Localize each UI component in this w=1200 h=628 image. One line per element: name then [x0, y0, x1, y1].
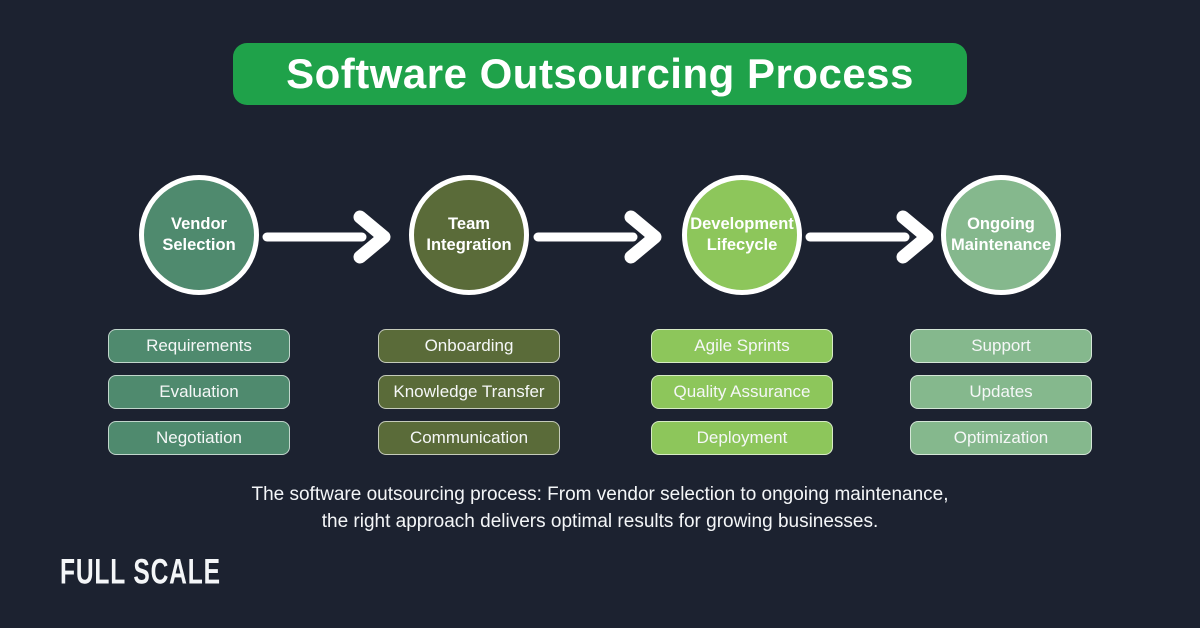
stage-circle-ongoing-maintenance: Ongoing Maintenance	[941, 175, 1061, 295]
pill-list-ongoing-maintenance: Support Updates Optimization	[910, 329, 1092, 455]
full-scale-logo: FULL SCALE	[60, 552, 221, 592]
title-banner: Software Outsourcing Process	[233, 43, 967, 105]
pill-quality-assurance: Quality Assurance	[651, 375, 833, 409]
pill-knowledge-transfer: Knowledge Transfer	[378, 375, 560, 409]
caption-line-2: the right approach delivers optimal resu…	[321, 511, 879, 532]
arrow-right-icon	[805, 210, 934, 264]
caption: The software outsourcing process: From v…	[0, 481, 1200, 535]
stage-circle-team-integration: Team Integration	[409, 175, 529, 295]
stage-development-lifecycle: Development Lifecycle Agile Sprints Qual…	[632, 175, 852, 455]
pill-communication: Communication	[378, 421, 560, 455]
pill-requirements: Requirements	[108, 329, 290, 363]
stage-circle-label: Ongoing Maintenance	[951, 214, 1051, 254]
arrow-right-icon	[533, 210, 662, 264]
pill-updates: Updates	[910, 375, 1092, 409]
pill-support: Support	[910, 329, 1092, 363]
pill-list-development-lifecycle: Agile Sprints Quality Assurance Deployme…	[651, 329, 833, 455]
pill-list-team-integration: Onboarding Knowledge Transfer Communicat…	[378, 329, 560, 455]
pill-list-vendor-selection: Requirements Evaluation Negotiation	[108, 329, 290, 455]
stage-circle-label: Team Integration	[426, 214, 512, 254]
pill-agile-sprints: Agile Sprints	[651, 329, 833, 363]
pill-onboarding: Onboarding	[378, 329, 560, 363]
stage-vendor-selection: Vendor Selection Requirements Evaluation…	[89, 175, 309, 455]
pill-negotiation: Negotiation	[108, 421, 290, 455]
pill-deployment: Deployment	[651, 421, 833, 455]
stage-team-integration: Team Integration Onboarding Knowledge Tr…	[359, 175, 579, 455]
stage-ongoing-maintenance: Ongoing Maintenance Support Updates Opti…	[891, 175, 1111, 455]
stage-circle-development-lifecycle: Development Lifecycle	[682, 175, 802, 295]
caption-line-1: The software outsourcing process: From v…	[251, 484, 949, 505]
pill-optimization: Optimization	[910, 421, 1092, 455]
stage-circle-vendor-selection: Vendor Selection	[139, 175, 259, 295]
arrow-right-icon	[262, 210, 391, 264]
pill-evaluation: Evaluation	[108, 375, 290, 409]
stage-circle-label: Development Lifecycle	[690, 214, 794, 254]
page-title: Software Outsourcing Process	[286, 50, 914, 97]
stage-circle-label: Vendor Selection	[162, 214, 236, 254]
